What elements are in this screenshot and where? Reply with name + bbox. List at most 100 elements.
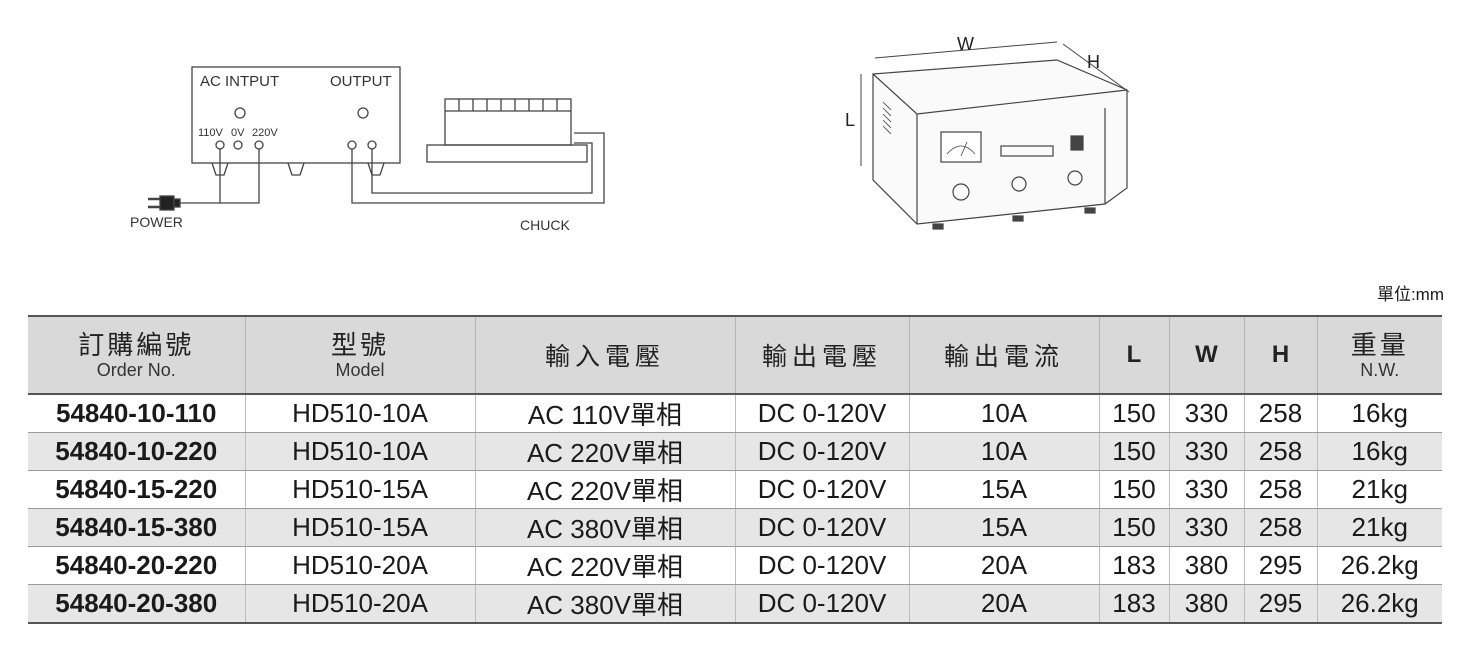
cell-l: 150 (1098, 394, 1169, 433)
cell-output-voltage: DC 0-120V (734, 470, 909, 509)
output-wire (371, 142, 593, 194)
table-row: 54840-15-220 HD510-15A AC 220V單相 DC 0-12… (28, 470, 1442, 509)
cell-h: 258 (1243, 508, 1317, 547)
cell-order-no: 54840-15-380 (28, 508, 245, 547)
cell-output-voltage: DC 0-120V (734, 394, 909, 433)
dimension-l-label: L (845, 110, 855, 130)
cell-l: 183 (1098, 584, 1169, 624)
table-header-row: 訂購編號 Order No. 型號 Model 輸入電壓 輸出電壓 輸出電流 L… (28, 316, 1442, 394)
cell-h: 295 (1243, 584, 1317, 624)
spec-table: 訂購編號 Order No. 型號 Model 輸入電壓 輸出電壓 輸出電流 L… (28, 315, 1442, 624)
cell-order-no: 54840-10-110 (28, 394, 245, 433)
cell-weight: 21kg (1316, 470, 1442, 509)
device-foot (1084, 207, 1096, 214)
cell-output-voltage: DC 0-120V (734, 432, 909, 471)
output-terminal-1 (347, 140, 357, 150)
cell-weight: 26.2kg (1316, 584, 1442, 624)
output-label: OUTPUT (330, 73, 392, 90)
cell-input-voltage: AC 220V單相 (474, 546, 735, 585)
cell-input-voltage: AC 220V單相 (474, 432, 735, 471)
device-foot (1012, 215, 1024, 222)
table-row: 54840-10-110 HD510-10A AC 110V單相 DC 0-12… (28, 394, 1442, 433)
terminal-0v-label: 0V (231, 127, 245, 139)
cell-h: 295 (1243, 546, 1317, 585)
unit-label: 單位:mm (1376, 285, 1444, 304)
cell-weight: 26.2kg (1316, 546, 1442, 585)
cell-w: 380 (1168, 584, 1244, 624)
knob-icon (952, 183, 970, 201)
header-output-current: 輸出電流 (908, 316, 1099, 394)
cell-weight: 16kg (1316, 394, 1442, 433)
header-model: 型號 Model (244, 316, 475, 394)
indicator-strip (1000, 145, 1054, 157)
cell-output-current: 15A (908, 508, 1099, 547)
cell-input-voltage: AC 380V單相 (474, 584, 735, 624)
cell-input-voltage: AC 220V單相 (474, 470, 735, 509)
power-label: POWER (130, 214, 183, 230)
table-row: 54840-20-220 HD510-20A AC 220V單相 DC 0-12… (28, 546, 1442, 585)
output-wire (351, 132, 605, 204)
header-order-no: 訂購編號 Order No. (28, 316, 245, 394)
cell-model: HD510-15A (244, 470, 475, 509)
cell-input-voltage: AC 110V單相 (474, 394, 735, 433)
cell-weight: 16kg (1316, 432, 1442, 471)
cell-model: HD510-20A (244, 584, 475, 624)
cell-order-no: 54840-20-220 (28, 546, 245, 585)
terminal-220v-label: 220V (252, 127, 278, 139)
box-foot (287, 162, 305, 176)
terminal-110v-label: 110V (198, 127, 224, 139)
output-terminal-2 (367, 140, 377, 150)
cell-output-current: 20A (908, 546, 1099, 585)
cell-w: 330 (1168, 470, 1244, 509)
ac-input-label: AC INTPUT (200, 73, 279, 90)
header-input-voltage: 輸入電壓 (474, 316, 735, 394)
cell-output-voltage: DC 0-120V (734, 546, 909, 585)
cell-h: 258 (1243, 470, 1317, 509)
cell-input-voltage: AC 380V單相 (474, 508, 735, 547)
cell-output-current: 20A (908, 584, 1099, 624)
cell-order-no: 54840-20-380 (28, 584, 245, 624)
terminal-0v (233, 140, 243, 150)
cell-output-current: 10A (908, 432, 1099, 471)
header-weight: 重量 N.W. (1316, 316, 1442, 394)
cell-output-current: 10A (908, 394, 1099, 433)
cell-h: 258 (1243, 394, 1317, 433)
dimension-w-label: W (957, 34, 974, 54)
header-w: W (1168, 316, 1244, 394)
cell-w: 380 (1168, 546, 1244, 585)
box-foot (367, 162, 385, 176)
power-plug-icon (148, 195, 181, 211)
cell-order-no: 54840-10-220 (28, 432, 245, 471)
cell-model: HD510-10A (244, 432, 475, 471)
device-foot (932, 223, 944, 230)
table-row: 54840-10-220 HD510-10A AC 220V單相 DC 0-12… (28, 432, 1442, 471)
knob-icon (1011, 176, 1027, 192)
cell-l: 183 (1098, 546, 1169, 585)
header-l: L (1098, 316, 1169, 394)
wiring-diagram: AC INTPUT OUTPUT 110V 0V 220V POWER CHUC… (130, 66, 605, 233)
cell-l: 150 (1098, 470, 1169, 509)
terminal-110v (215, 140, 225, 150)
table-row: 54840-15-380 HD510-15A AC 380V單相 DC 0-12… (28, 508, 1442, 547)
cell-w: 330 (1168, 508, 1244, 547)
casing (872, 59, 1128, 225)
side-vents (882, 101, 892, 135)
cell-model: HD510-10A (244, 394, 475, 433)
meter-icon (940, 131, 982, 163)
cell-model: HD510-15A (244, 508, 475, 547)
cell-output-voltage: DC 0-120V (734, 508, 909, 547)
device-drawing: W H L (845, 34, 1130, 230)
ac-input-indicator (234, 107, 246, 119)
cell-order-no: 54840-15-220 (28, 470, 245, 509)
cell-model: HD510-20A (244, 546, 475, 585)
header-output-voltage: 輸出電壓 (734, 316, 909, 394)
knob-icon (1067, 170, 1083, 186)
output-indicator (357, 107, 369, 119)
table-row: 54840-20-380 HD510-20A AC 380V單相 DC 0-12… (28, 584, 1442, 624)
chuck-icon (426, 98, 588, 163)
cell-weight: 21kg (1316, 508, 1442, 547)
cell-l: 150 (1098, 432, 1169, 471)
cell-w: 330 (1168, 394, 1244, 433)
chuck-label: CHUCK (520, 217, 570, 233)
cell-l: 150 (1098, 508, 1169, 547)
